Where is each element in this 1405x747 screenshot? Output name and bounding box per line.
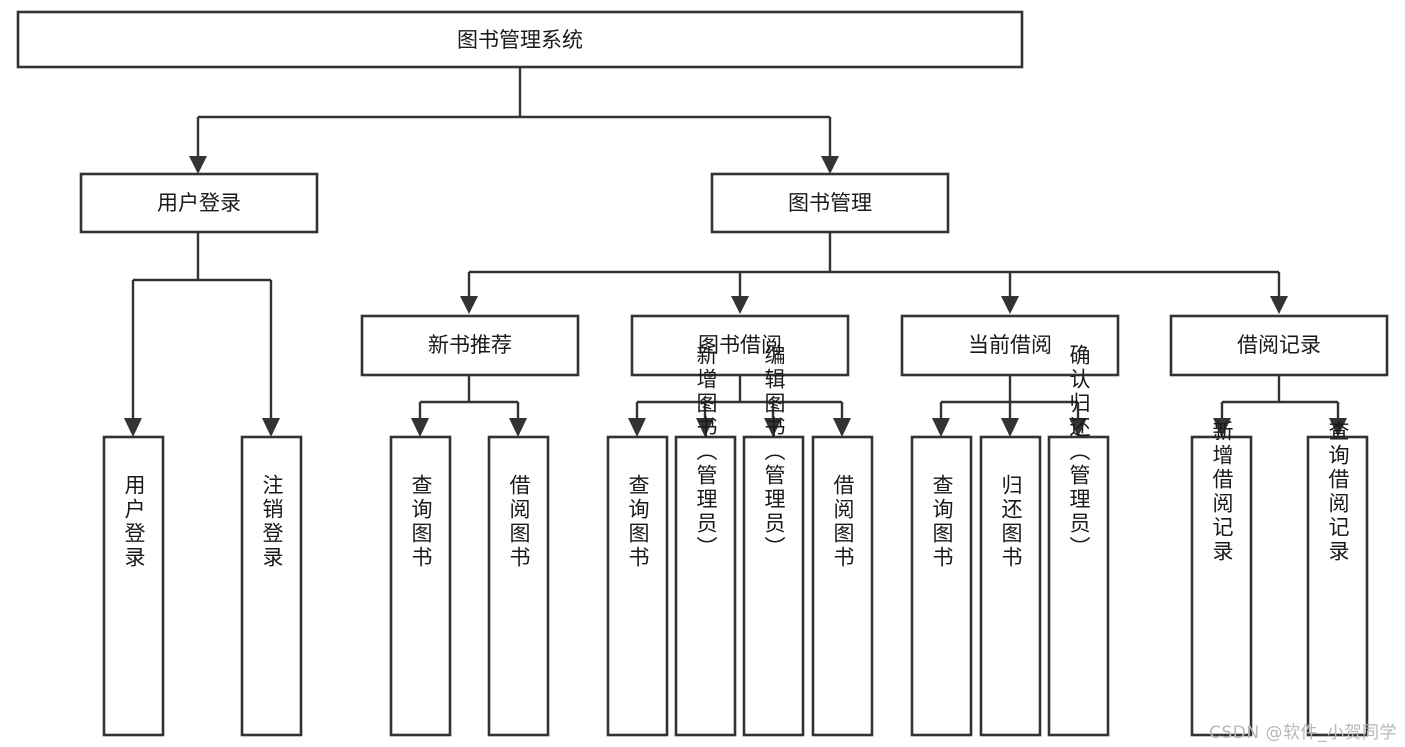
- leaf-add-book[interactable]: 新增图书（管理员）: [674, 344, 737, 737]
- leaf-edit-book-box[interactable]: [742, 435, 805, 737]
- connector-layer: [124, 67, 1347, 437]
- arrow-leaf-borrow-book-2: [833, 418, 851, 437]
- leaf-borrow-book-1[interactable]: 借阅图书: [487, 435, 550, 737]
- leaf-return-book-box[interactable]: [979, 435, 1042, 737]
- node-book-borrow-box[interactable]: [630, 314, 850, 377]
- arrow-leaf-edit-book: [764, 418, 782, 437]
- leaf-add-record-box[interactable]: [1190, 435, 1253, 737]
- leaf-add-record-label: 新增借阅记录: [1210, 420, 1234, 564]
- leaf-user-login-box[interactable]: [102, 435, 165, 737]
- leaf-query-book-2[interactable]: 查询图书: [606, 435, 669, 737]
- node-book-borrow-label: 图书借阅: [698, 333, 782, 357]
- node-borrow-record-label: 借阅记录: [1237, 333, 1321, 357]
- arrow-to-user-login: [189, 156, 207, 174]
- leaf-confirm-return-box[interactable]: [1047, 435, 1110, 737]
- leaf-query-record[interactable]: 查询借阅记录: [1306, 420, 1369, 737]
- leaf-query-book-3-label: 查询图书: [930, 474, 954, 570]
- arrow-leaf-query-book-2: [628, 418, 646, 437]
- node-root[interactable]: 图书管理系统: [16, 10, 1024, 69]
- arrow-leaf-query-book-1: [411, 418, 429, 437]
- csdn-watermark: CSDN @软件_小贺同学: [1209, 723, 1397, 743]
- node-current-borrow-label: 当前借阅: [968, 333, 1052, 357]
- leaf-query-book-1[interactable]: 查询图书: [389, 435, 452, 737]
- leaf-confirm-return[interactable]: 确认归还（管理员）: [1047, 344, 1110, 737]
- node-book-management-box[interactable]: [710, 172, 950, 234]
- arrow-leaf-return-book: [1001, 418, 1019, 437]
- node-book-management-label: 图书管理: [788, 191, 872, 215]
- leaf-return-book-label: 归还图书: [999, 474, 1023, 570]
- arrow-to-book-management: [821, 156, 839, 174]
- leaf-query-record-label: 查询借阅记录: [1326, 420, 1350, 564]
- arrow-to-book-borrow: [731, 296, 749, 314]
- arrow-to-borrow-record: [1270, 296, 1288, 314]
- node-root-box[interactable]: [16, 10, 1024, 69]
- leaf-query-book-2-label: 查询图书: [626, 474, 650, 570]
- leaf-borrow-book-1-label: 借阅图书: [507, 474, 531, 570]
- leaf-query-book-2-box[interactable]: [606, 435, 669, 737]
- arrow-leaf-confirm-return: [1069, 418, 1087, 437]
- leaf-edit-book-label: 编辑图书（管理员）: [762, 344, 786, 560]
- node-root-label: 图书管理系统: [457, 28, 583, 52]
- leaf-user-login-label: 用户登录: [122, 474, 146, 570]
- node-book-management[interactable]: 图书管理: [710, 172, 950, 234]
- leaf-return-book[interactable]: 归还图书: [979, 435, 1042, 737]
- leaf-user-logout[interactable]: 注销登录: [240, 435, 303, 737]
- leaf-edit-book[interactable]: 编辑图书（管理员）: [742, 344, 805, 737]
- leaf-query-book-3-box[interactable]: [910, 435, 973, 737]
- leaf-query-book-1-label: 查询图书: [409, 474, 433, 570]
- node-new-book-recommend-box[interactable]: [360, 314, 580, 377]
- arrow-leaf-user-logout: [262, 418, 280, 437]
- arrow-to-new-book-recommend: [460, 296, 478, 314]
- leaf-query-book-1-box[interactable]: [389, 435, 452, 737]
- node-new-book-recommend[interactable]: 新书推荐: [360, 314, 580, 377]
- node-current-borrow[interactable]: 当前借阅: [900, 314, 1120, 377]
- node-borrow-record[interactable]: 借阅记录: [1169, 314, 1389, 377]
- arrow-leaf-query-book-3: [932, 418, 950, 437]
- node-user-login[interactable]: 用户登录: [79, 172, 319, 234]
- arrow-leaf-add-record: [1213, 418, 1231, 437]
- arrow-leaf-query-record: [1329, 418, 1347, 437]
- leaf-confirm-return-label: 确认归还（管理员）: [1067, 344, 1091, 560]
- arrow-leaf-borrow-book-1: [509, 418, 527, 437]
- node-borrow-record-box[interactable]: [1169, 314, 1389, 377]
- node-user-login-label: 用户登录: [157, 191, 241, 215]
- node-book-borrow[interactable]: 图书借阅: [630, 314, 850, 377]
- leaf-user-logout-label: 注销登录: [260, 474, 284, 570]
- leaf-borrow-book-2-box[interactable]: [811, 435, 874, 737]
- leaf-add-record[interactable]: 新增借阅记录: [1190, 420, 1253, 737]
- arrow-to-current-borrow: [1001, 296, 1019, 314]
- arrow-leaf-user-login: [124, 418, 142, 437]
- leaf-add-book-label: 新增图书（管理员）: [694, 344, 718, 560]
- leaf-borrow-book-2-label: 借阅图书: [831, 474, 855, 570]
- leaf-borrow-book-2[interactable]: 借阅图书: [811, 435, 874, 737]
- leaf-query-book-3[interactable]: 查询图书: [910, 435, 973, 737]
- leaf-query-record-box[interactable]: [1306, 435, 1369, 737]
- node-current-borrow-box[interactable]: [900, 314, 1120, 377]
- leaf-user-login[interactable]: 用户登录: [102, 435, 165, 737]
- leaf-borrow-book-1-box[interactable]: [487, 435, 550, 737]
- arrow-leaf-add-book: [696, 418, 714, 437]
- leaf-add-book-box[interactable]: [674, 435, 737, 737]
- leaf-user-logout-box[interactable]: [240, 435, 303, 737]
- node-user-login-box[interactable]: [79, 172, 319, 234]
- node-new-book-recommend-label: 新书推荐: [428, 333, 512, 357]
